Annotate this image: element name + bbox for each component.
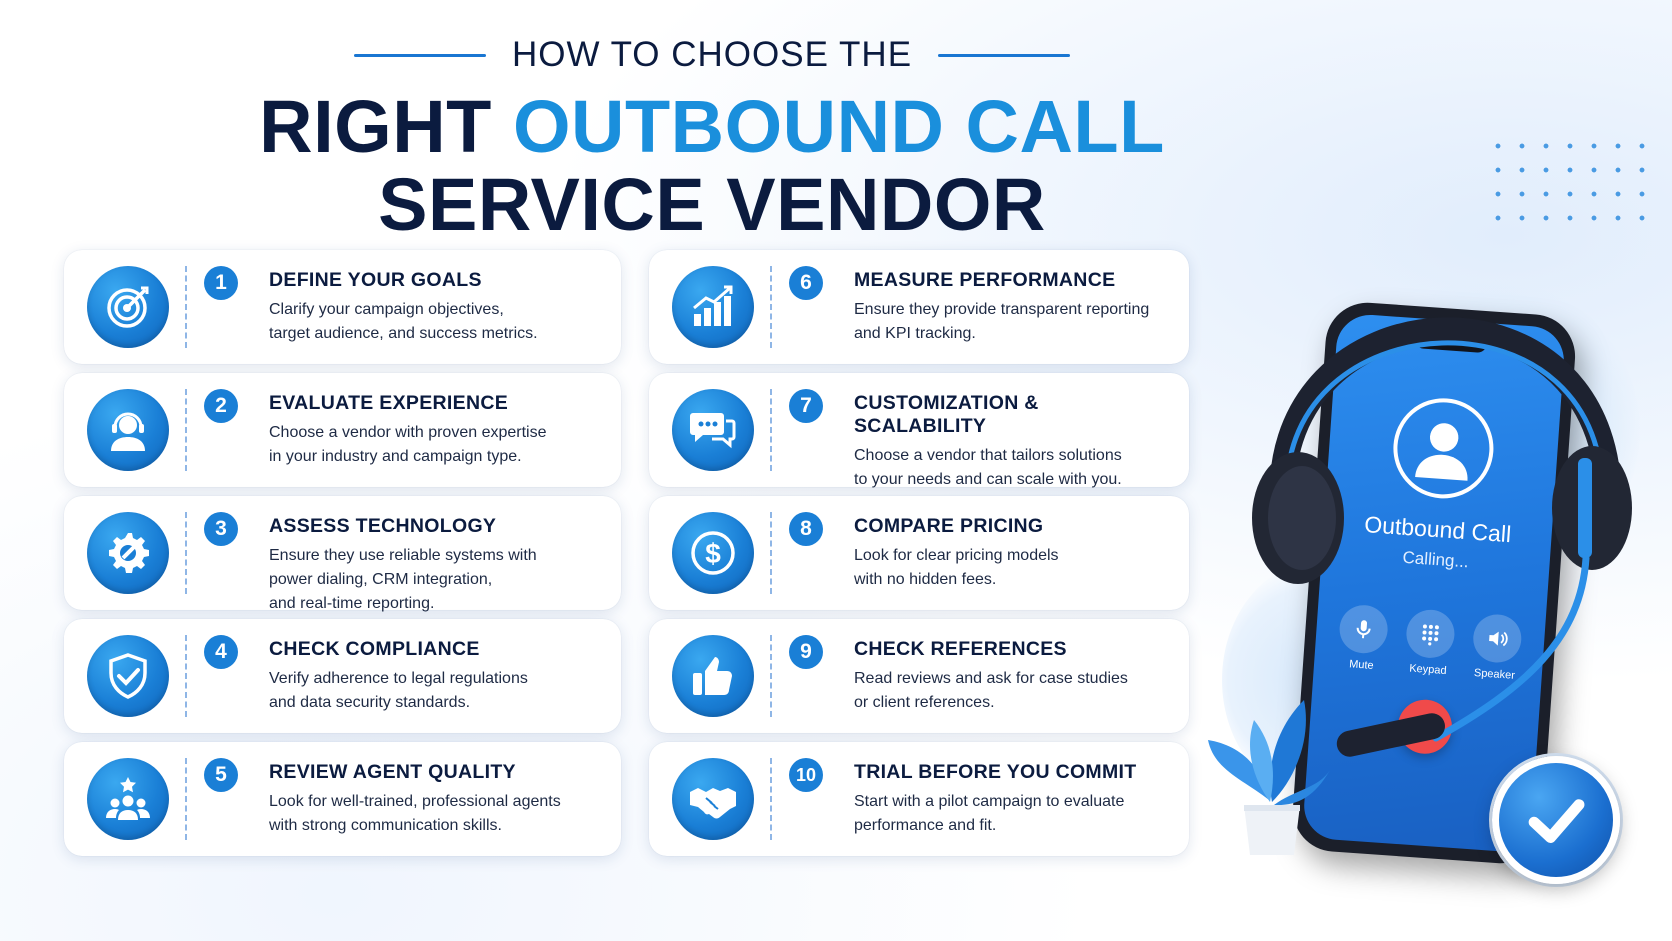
step-description: Look for well-trained, professional agen… [269,793,561,834]
target-icon [87,266,169,348]
step-card-2: 2 EVALUATE EXPERIENCE Choose a vendor with… [64,373,621,487]
step-card-9: 9 CHECK REFERENCES Read reviews and ask fo… [649,619,1189,733]
step-description: Ensure they provide transparent reportin… [854,301,1150,342]
card-divider [185,512,187,594]
hangup-button[interactable] [1396,697,1454,756]
agent-headset-icon [87,389,169,471]
step-title: CUSTOMIZATION & SCALABILITY [854,392,1039,437]
step-title: COMPARE PRICING [854,515,1044,537]
card-text: CHECK REFERENCES Read reviews and ask for… [854,638,1175,715]
growth-chart-icon [672,266,754,348]
step-card-5: 5 REVIEW AGENT QUALITY Look for well-train… [64,742,621,856]
step-description: Read reviews and ask for case studies or… [854,670,1128,711]
card-text: MEASURE PERFORMANCE Ensure they provide t… [854,269,1175,346]
card-text: EVALUATE EXPERIENCE Choose a vendor with … [269,392,607,469]
step-number-badge: 8 [789,512,823,546]
thumbs-up-icon [672,635,754,717]
dollar-icon: $ [672,512,754,594]
pre-title: HOW TO CHOOSE THE [511,35,913,74]
step-title: CHECK COMPLIANCE [269,638,480,660]
header: HOW TO CHOOSE THE RIGHT OUTBOUND CALL SE… [0,22,1424,244]
card-text: CHECK COMPLIANCE Verify adherence to lega… [269,638,607,715]
card-divider [770,389,772,471]
decorative-dots [1486,134,1656,224]
step-title: ASSESS TECHNOLOGY [269,515,497,537]
card-divider [770,635,772,717]
mute-label: Mute [1348,658,1375,672]
speaker-control[interactable]: Speaker [1470,612,1523,682]
decorative-line-left [353,53,486,57]
card-divider [770,266,772,348]
step-description: Choose a vendor with proven expertise in… [269,424,547,465]
card-divider [185,758,187,840]
phone-notch [1414,330,1488,354]
hangup-icon [1413,724,1437,733]
step-card-7: 7 CUSTOMIZATION & SCALABILITY Choose a ven… [649,373,1189,488]
card-text: ASSESS TECHNOLOGY Ensure they use reliabl… [269,515,607,616]
step-card-8: $8 COMPARE PRICING Look for clear pricing … [649,496,1189,610]
microphone-icon[interactable] [1338,603,1390,655]
pre-title-row: HOW TO CHOOSE THE [0,22,1424,88]
step-number-badge: 2 [204,389,238,423]
step-number-badge: 3 [204,512,238,546]
mute-control[interactable]: Mute [1337,603,1390,673]
card-divider [770,512,772,594]
svg-text:$: $ [705,538,721,569]
card-text: CUSTOMIZATION & SCALABILITY Choose a vend… [854,392,1175,492]
keypad-icon[interactable] [1404,608,1457,660]
step-description: Ensure they use reliable systems with po… [269,547,537,612]
card-text: DEFINE YOUR GOALS Clarify your campaign o… [269,269,607,346]
step-number-badge: 9 [789,635,823,669]
step-card-10: 10 TRIAL BEFORE YOU COMMIT Start with a pi… [649,742,1189,856]
card-text: COMPARE PRICING Look for clear pricing mo… [854,515,1175,592]
step-title: MEASURE PERFORMANCE [854,269,1116,291]
keypad-label: Keypad [1408,662,1447,678]
step-title: EVALUATE EXPERIENCE [269,392,509,414]
main-title-line-2: SERVICE VENDOR [378,163,1046,246]
keypad-control[interactable]: Keypad [1404,608,1457,678]
step-number-badge: 4 [204,635,238,669]
step-number-badge: 1 [204,266,238,300]
step-title: REVIEW AGENT QUALITY [269,761,516,783]
contact-avatar-icon [1390,394,1497,502]
main-title-part-2: OUTBOUND CALL [512,85,1165,168]
call-controls: Mute Keypad Speaker [1328,603,1532,683]
main-title-part-1: RIGHT [259,85,513,168]
shield-check-icon [87,635,169,717]
step-description: Verify adherence to legal regulations an… [269,670,528,711]
step-card-4: 4 CHECK COMPLIANCE Verify adherence to leg… [64,619,621,733]
steps-grid: 1 DEFINE YOUR GOALS Clarify your campaign … [64,250,1189,860]
step-number-badge: 6 [789,266,823,300]
step-card-6: 6 MEASURE PERFORMANCE Ensure they provide … [649,250,1189,364]
decorative-line-right [938,53,1071,57]
step-description: Clarify your campaign objectives, target… [269,301,538,342]
step-title: CHECK REFERENCES [854,638,1067,660]
plant-icon [1208,700,1330,855]
step-card-3: 3 ASSESS TECHNOLOGY Ensure they use reliab… [64,496,621,612]
checkmark-badge-icon [1492,756,1620,884]
speaker-icon[interactable] [1471,612,1523,665]
team-star-icon [87,758,169,840]
step-number-badge: 5 [204,758,238,792]
speaker-label: Speaker [1473,667,1516,682]
card-divider [770,758,772,840]
step-title: TRIAL BEFORE YOU COMMIT [854,761,1137,783]
step-number-badge: 10 [789,758,823,792]
card-divider [185,266,187,348]
step-description: Choose a vendor that tailors solutions t… [854,447,1122,488]
card-divider [185,389,187,471]
step-number-badge: 7 [789,389,823,423]
step-description: Start with a pilot campaign to evaluate … [854,793,1125,834]
card-text: REVIEW AGENT QUALITY Look for well-traine… [269,761,607,838]
handshake-icon [672,758,754,840]
chat-bubbles-icon [672,389,754,471]
main-title-line-1: RIGHT OUTBOUND CALL [0,88,1424,166]
step-card-1: 1 DEFINE YOUR GOALS Clarify your campaign … [64,250,621,364]
step-description: Look for clear pricing models with no hi… [854,547,1059,588]
step-title: DEFINE YOUR GOALS [269,269,482,291]
gear-wrench-icon [87,512,169,594]
card-text: TRIAL BEFORE YOU COMMIT Start with a pilo… [854,761,1175,838]
card-divider [185,635,187,717]
